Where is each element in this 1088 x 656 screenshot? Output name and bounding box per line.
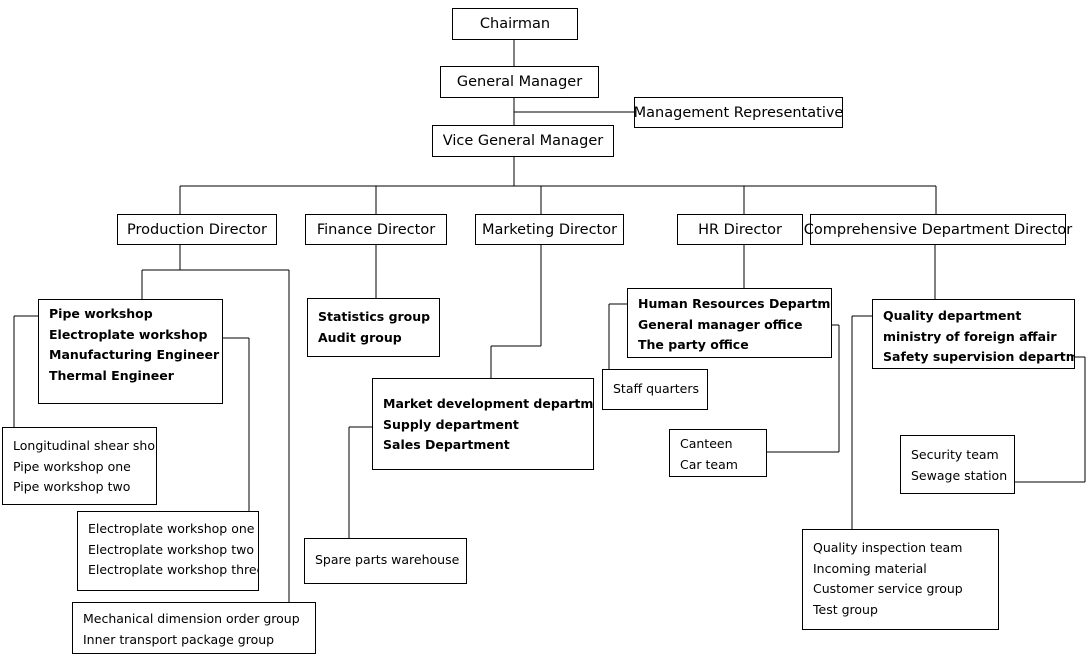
vice-general-manager-label: Vice General Manager <box>442 133 604 149</box>
comprehensive-director-label: Comprehensive Department Director <box>803 221 1073 238</box>
pipe-workshop-sub-box: Longitudinal shear shop Pipe workshop on… <box>2 427 157 505</box>
list-item: Manufacturing Engineer <box>49 347 220 362</box>
list-item: Canteen <box>680 436 733 451</box>
list-item: Safety supervision department <box>883 349 1074 364</box>
list-item: General manager office <box>638 316 803 332</box>
finance-units-box: Statistics group Audit group <box>307 298 440 357</box>
list-item: Statistics group <box>318 309 431 324</box>
hr-sub-box: Staff quarters <box>602 369 708 410</box>
supply-sub-box: Spare parts warehouse <box>304 538 467 584</box>
quality-sub-box: Quality inspection team Incoming materia… <box>802 529 999 630</box>
list-item: Electroplate workshop one <box>88 521 255 536</box>
marketing-director-box: Marketing Director <box>475 214 624 245</box>
vice-general-manager-box: Vice General Manager <box>432 125 614 157</box>
marketing-director-label: Marketing Director <box>481 221 618 238</box>
management-representative-box: Management Representative <box>634 97 843 128</box>
list-item: Test group <box>813 601 878 617</box>
list-item: Audit group <box>318 329 402 345</box>
list-item: Customer service group <box>813 581 963 596</box>
list-item: Electroplate workshop three <box>88 562 259 577</box>
list-item: Staff quarters <box>613 381 699 396</box>
list-item: Thermal Engineer <box>49 367 174 383</box>
safety-sub-box: Security team Sewage station <box>900 435 1015 494</box>
hr-director-box: HR Director <box>677 214 803 245</box>
hr-units-box: Human Resources Department General manag… <box>627 288 832 358</box>
production-director-box: Production Director <box>117 214 277 245</box>
list-item: Security team <box>911 447 999 462</box>
hr-director-label: HR Director <box>698 221 782 238</box>
list-item: Spare parts warehouse <box>315 552 460 567</box>
list-item: Mechanical dimension order group <box>83 611 300 626</box>
list-item: ministry of foreign affair <box>883 328 1057 344</box>
comprehensive-director-box: Comprehensive Department Director <box>804 214 1072 245</box>
list-item: Pipe workshop one <box>13 458 131 474</box>
list-item: Quality inspection team <box>813 540 963 555</box>
office-sub-box: Canteen Car team <box>669 429 767 477</box>
chairman-label: Chairman <box>479 16 551 32</box>
finance-director-box: Finance Director <box>305 214 447 245</box>
list-item: Sales Department <box>383 437 510 452</box>
general-manager-label: General Manager <box>456 74 583 90</box>
production-units-box: Pipe workshop Electroplate workshop Manu… <box>38 299 223 404</box>
finance-director-label: Finance Director <box>316 221 436 238</box>
list-item: Electroplate workshop two <box>88 541 254 557</box>
list-item: Pipe workshop two <box>13 479 131 494</box>
list-item: Sewage station <box>911 467 1008 483</box>
electroplate-sub-box: Electroplate workshop one Electroplate w… <box>77 511 259 591</box>
management-representative-label: Management Representative <box>633 104 844 121</box>
list-item: The party office <box>638 337 749 352</box>
list-item: Market development department <box>383 396 594 411</box>
list-item: Inner transport package group <box>83 631 275 647</box>
marketing-units-box: Market development department Supply dep… <box>372 378 594 470</box>
list-item: Incoming material <box>813 560 927 576</box>
chairman-box: Chairman <box>452 8 578 40</box>
mechanical-sub-box: Mechanical dimension order group Inner t… <box>72 602 316 654</box>
list-item: Pipe workshop <box>49 306 153 321</box>
production-director-label: Production Director <box>126 221 267 238</box>
general-manager-box: General Manager <box>440 66 599 98</box>
list-item: Quality department <box>883 308 1022 323</box>
list-item: Electroplate workshop <box>49 326 208 342</box>
comprehensive-units-box: Quality department ministry of foreign a… <box>872 299 1075 369</box>
list-item: Longitudinal shear shop <box>13 438 157 453</box>
list-item: Human Resources Department <box>638 296 831 311</box>
list-item: Car team <box>680 456 738 472</box>
list-item: Supply department <box>383 416 519 432</box>
